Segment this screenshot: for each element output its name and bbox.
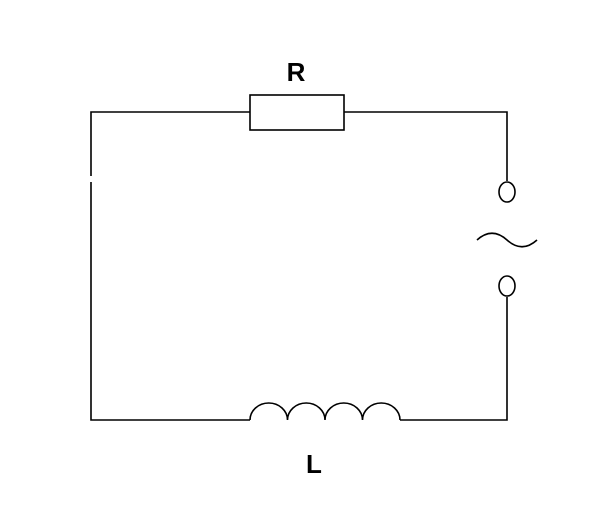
source-terminal-top bbox=[498, 181, 516, 203]
circuit-wires bbox=[90, 111, 508, 421]
source-terminal-bottom bbox=[498, 275, 516, 297]
wire-top-right bbox=[344, 111, 508, 181]
ac-source-symbol bbox=[476, 181, 538, 297]
inductor-label: L bbox=[306, 449, 322, 479]
wire-bottom-right bbox=[400, 297, 508, 421]
inductor-coil-symbol bbox=[249, 402, 401, 421]
ac-tilde-icon bbox=[476, 232, 538, 248]
resistor-symbol bbox=[249, 94, 345, 131]
wire-left bbox=[90, 182, 250, 421]
resistor-label: R bbox=[287, 57, 306, 87]
wire-top-left bbox=[90, 111, 250, 176]
